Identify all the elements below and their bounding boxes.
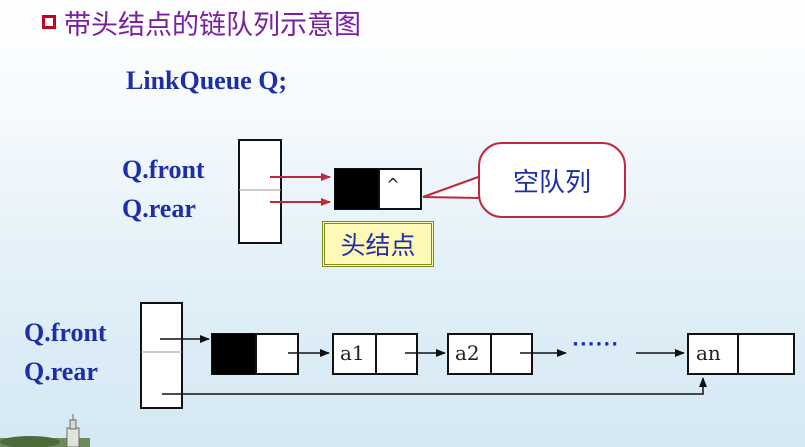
bullet-square-icon [42,15,56,29]
declaration-text: LinkQueue Q; [126,66,288,95]
top-front-label: Q.front [122,155,205,184]
page-title: 带头结点的链队列示意图 [42,4,361,41]
empty-queue-callout: 空队列 [478,142,626,218]
node-a1-label: a1 [340,341,365,365]
callout-tail [422,175,482,199]
ellipsis-text: ······ [572,334,620,355]
node-a1 [332,333,418,375]
bottom-front-label: Q.front [24,318,107,347]
node-a2 [447,333,533,375]
bottom-rear-label: Q.rear [24,357,98,386]
bottom-pointer-box [140,302,183,409]
top-head-node [334,168,422,210]
bottom-rear-arrow [162,377,707,395]
node-an-label: an [696,341,721,365]
top-rear-label: Q.rear [122,194,196,223]
node-an [687,333,795,375]
head-node-label: 头结点 [322,221,434,267]
title-text: 带头结点的链队列示意图 [64,9,361,41]
tower-decoration [0,414,90,447]
bottom-head-node [211,333,299,375]
top-pointer-box [238,139,282,244]
null-pointer-symbol: ^ [386,175,400,194]
node-a2-label: a2 [455,341,480,365]
